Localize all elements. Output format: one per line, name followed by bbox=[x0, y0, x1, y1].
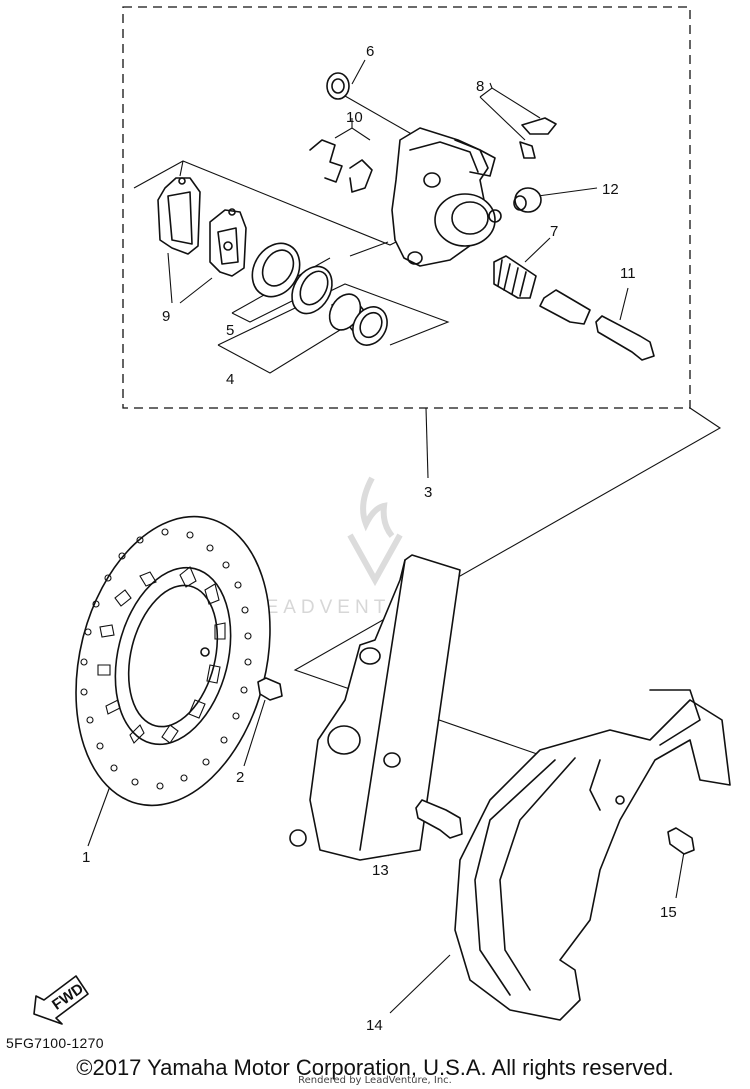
callout-10: 10 bbox=[346, 109, 363, 126]
callout-2: 2 bbox=[236, 769, 244, 786]
guard-bolt bbox=[415, 799, 463, 839]
slide-pin-sleeve bbox=[539, 289, 591, 325]
piston-seal bbox=[251, 242, 301, 298]
callout-1: 1 bbox=[82, 849, 90, 866]
callout-9: 9 bbox=[162, 308, 170, 325]
callout-6: 6 bbox=[366, 43, 374, 60]
pad-spring bbox=[309, 139, 373, 193]
caliper-piston bbox=[328, 293, 388, 346]
brake-pad-inner bbox=[209, 208, 247, 277]
callout-15: 15 bbox=[660, 904, 677, 921]
callout-numbers: 1 2 3 4 5 6 7 8 9 10 11 12 13 14 15 bbox=[82, 43, 677, 1034]
callout-3: 3 bbox=[424, 484, 432, 501]
guard-screw bbox=[667, 827, 695, 855]
callout-14: 14 bbox=[366, 1017, 383, 1034]
callout-4: 4 bbox=[226, 371, 234, 388]
bleed-cap bbox=[326, 72, 350, 100]
caliper-boot-small bbox=[513, 187, 542, 213]
disc-bolt bbox=[257, 677, 283, 701]
callout-13: 13 bbox=[372, 862, 389, 879]
disc-guard bbox=[454, 689, 731, 1021]
caliper-boot bbox=[493, 255, 537, 299]
front-fork-leg bbox=[289, 554, 461, 861]
forward-arrow-icon: FWD bbox=[33, 975, 89, 1025]
flame-logo-icon bbox=[347, 476, 403, 587]
brake-pad-outer bbox=[157, 177, 201, 255]
callout-8: 8 bbox=[476, 78, 484, 95]
callout-7: 7 bbox=[550, 223, 558, 240]
caliper-assembly-box bbox=[122, 6, 691, 409]
brake-disc bbox=[75, 515, 271, 807]
disc-slots bbox=[97, 566, 226, 744]
disc-drill-holes bbox=[80, 528, 252, 790]
copyright-notice: ©2017 Yamaha Motor Corporation, U.S.A. A… bbox=[76, 1055, 674, 1080]
callout-11: 11 bbox=[620, 265, 636, 282]
callout-12: 12 bbox=[602, 181, 619, 198]
diagram-code: 5FG7100-1270 bbox=[6, 1035, 104, 1051]
dust-seal bbox=[291, 265, 333, 315]
caliper-bolt bbox=[595, 315, 655, 361]
brake-caliper-body bbox=[391, 127, 502, 267]
rendered-by-credit: Rendered by LeadVenture, Inc. bbox=[298, 1075, 452, 1086]
callout-5: 5 bbox=[226, 322, 234, 339]
bleed-screw bbox=[519, 117, 557, 159]
